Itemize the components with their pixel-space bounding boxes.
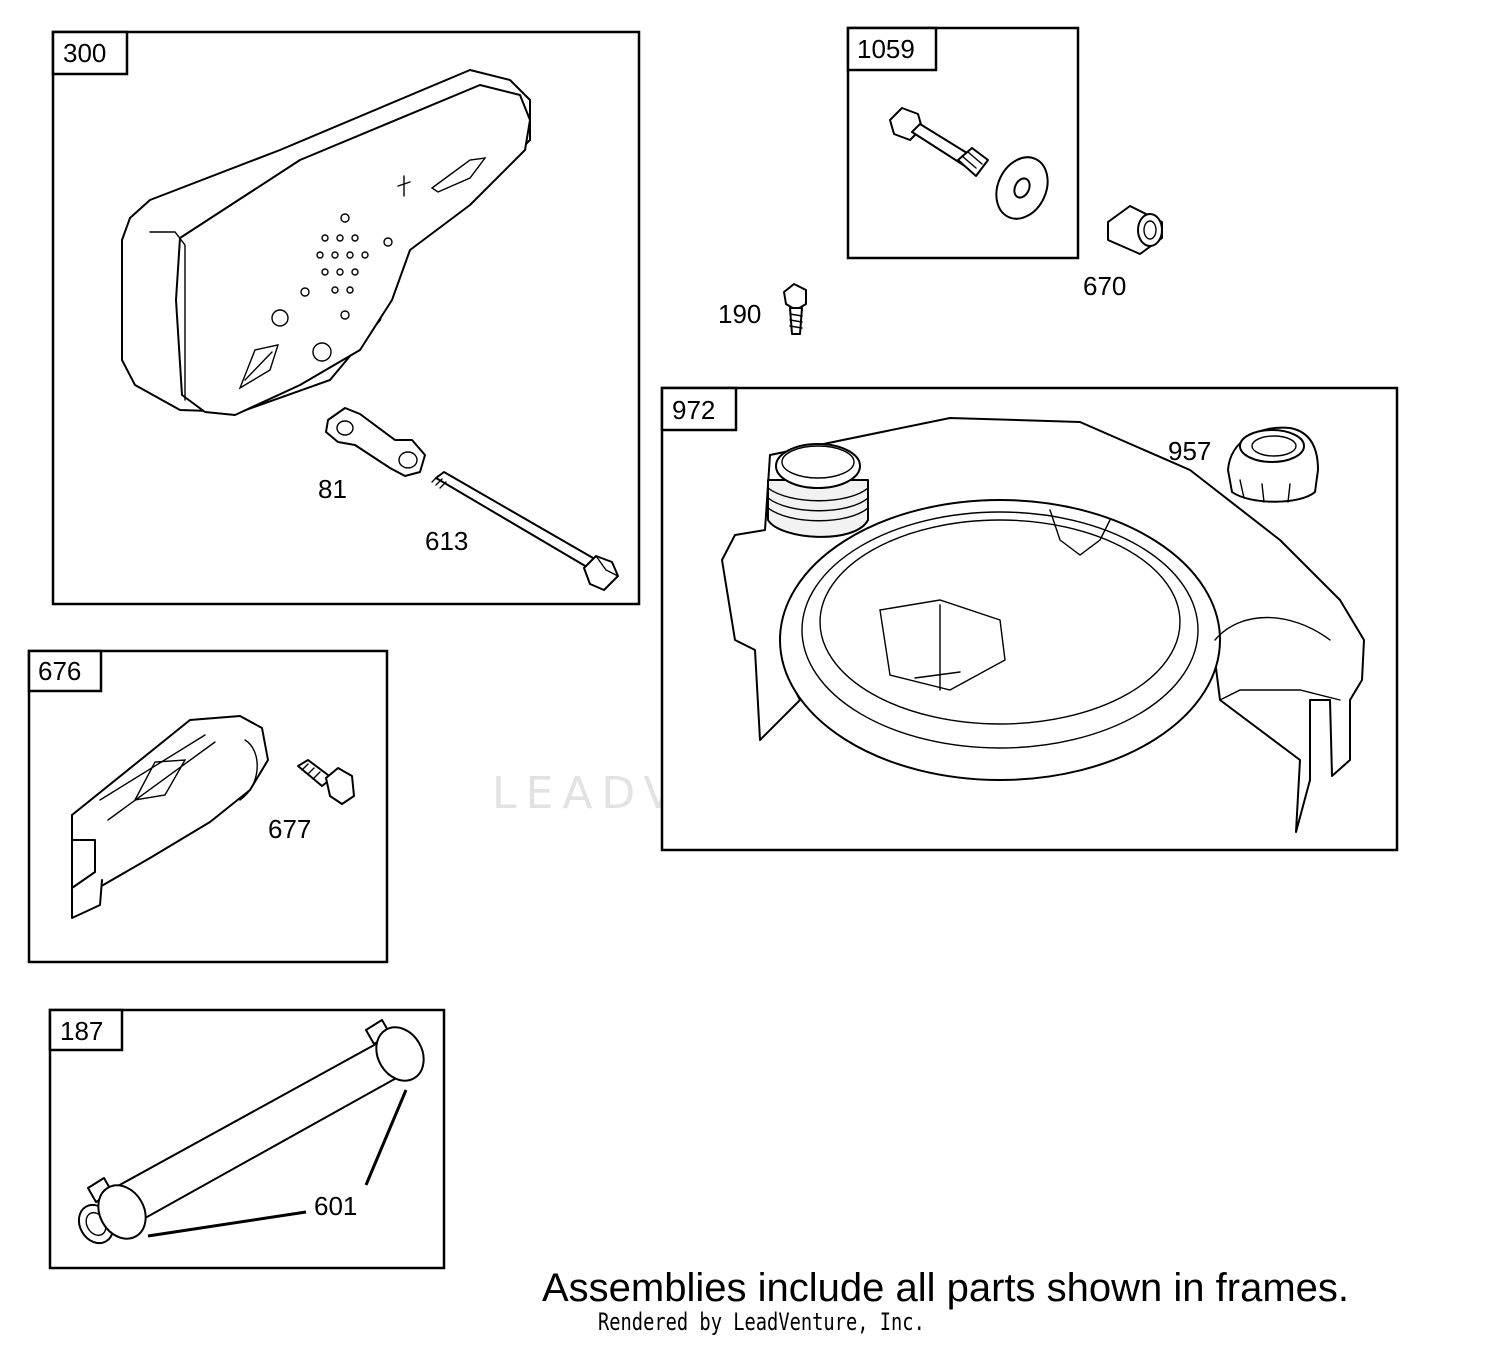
frame-676: 676 677 [27,649,389,964]
muffler-vent-holes [271,213,393,362]
leader-601-upper [364,1089,408,1186]
render-credit: Rendered by LeadVenture, Inc. [598,1308,925,1336]
frame-972-label: 972 [672,395,715,425]
frame-300: 300 [51,30,641,606]
guard-part[interactable] [71,715,269,919]
assemblies-note: Assemblies include all parts shown in fr… [542,1266,1350,1310]
washer-part[interactable] [987,149,1058,227]
screw-677-part[interactable] [297,759,355,805]
frame-1059: 1059 [846,26,1080,260]
frame-187-label: 187 [60,1016,103,1046]
hose-clamp-upper[interactable] [365,1019,433,1089]
frame-1059-label: 1059 [857,34,915,64]
muffler-part[interactable] [121,69,531,416]
fuel-cap-part[interactable] [1227,426,1319,503]
muffler-bracket-part[interactable] [325,407,426,477]
fuel-tank-part[interactable] [721,417,1365,833]
callout-670: 670 [1083,271,1126,301]
hose-clamp-lower[interactable] [87,1177,155,1247]
leader-601-lower [147,1210,307,1238]
shoulder-bolt-part[interactable] [889,107,989,177]
frame-676-label: 676 [38,656,81,686]
callout-601: 601 [314,1191,357,1221]
screw-190-part[interactable] [783,283,807,335]
frame-300-label: 300 [63,38,106,68]
spacer-part[interactable] [1107,205,1163,255]
frame-972: 972 957 [660,386,1399,852]
callout-677: 677 [268,814,311,844]
long-bolt-part[interactable] [431,471,619,591]
frame-187: 187 601 [48,1008,446,1270]
callout-81: 81 [318,474,347,504]
callout-190: 190 [718,299,761,329]
callout-957: 957 [1168,436,1211,466]
callout-613: 613 [425,526,468,556]
